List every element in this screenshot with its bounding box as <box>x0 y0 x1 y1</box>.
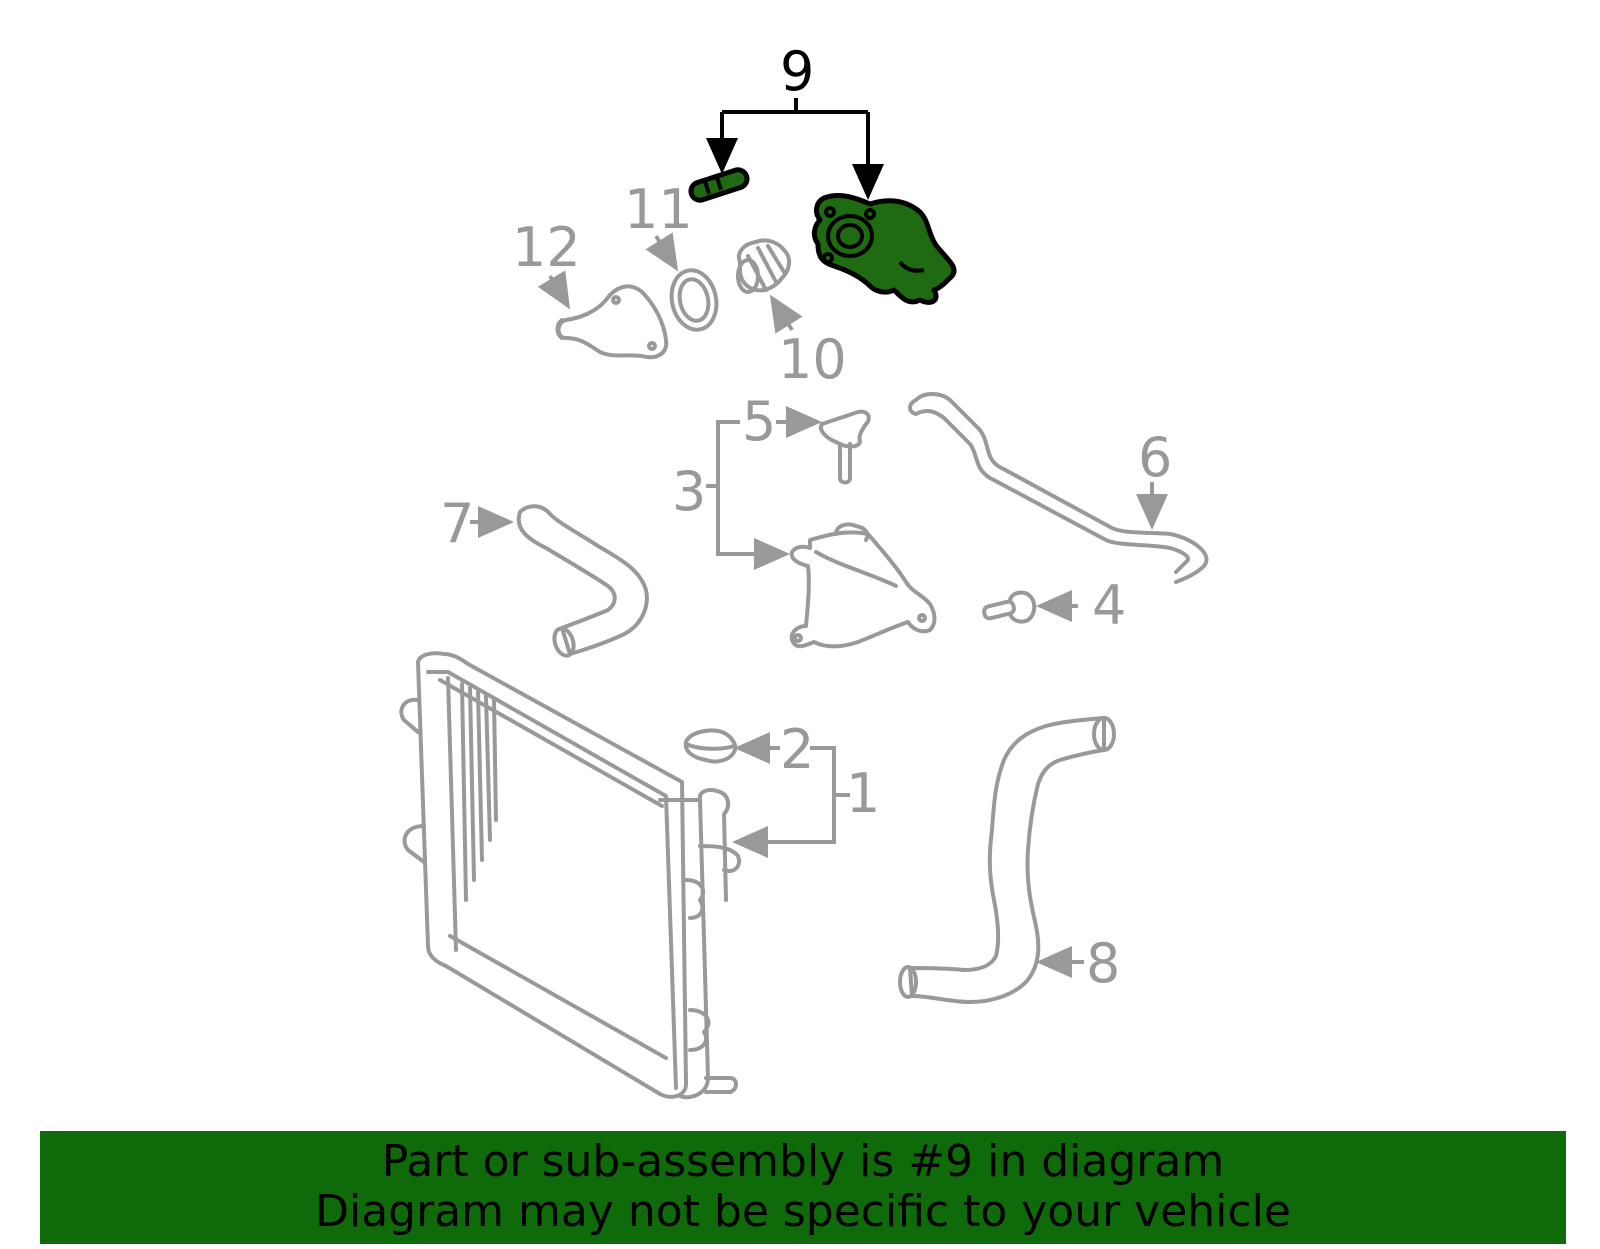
part-3-reservoir-tank[interactable] <box>789 522 937 649</box>
part-6-overflow-hose[interactable] <box>908 392 1209 584</box>
callout-6: 6 <box>1138 426 1172 489</box>
part-4-bolt[interactable] <box>982 590 1037 624</box>
part-8-lower-hose[interactable] <box>898 716 1116 1004</box>
part-11-gasket[interactable] <box>666 266 722 334</box>
lead-11 <box>645 232 679 272</box>
callout-2: 2 <box>780 718 814 781</box>
callout-10: 10 <box>778 328 847 391</box>
banner-line-2: Diagram may not be specific to your vehi… <box>315 1186 1291 1237</box>
callout-7: 7 <box>440 492 474 555</box>
banner-line-1: Part or sub-assembly is #9 in diagram <box>381 1136 1225 1187</box>
part-9-pipe[interactable] <box>688 167 750 203</box>
callout-12: 12 <box>512 216 581 279</box>
part-1-radiator[interactable] <box>399 651 741 1100</box>
part-10-thermostat[interactable] <box>736 238 791 294</box>
lead-12 <box>537 270 571 310</box>
part-12-water-inlet[interactable] <box>555 284 669 360</box>
callout-1-bracket <box>732 732 850 858</box>
info-banner: Part or sub-assembly is #9 in diagram Di… <box>40 1131 1566 1244</box>
part-2-radiator-cap[interactable] <box>683 728 738 764</box>
callout-5: 5 <box>742 390 776 453</box>
callout-1: 1 <box>846 762 880 825</box>
callout-11: 11 <box>624 178 693 241</box>
part-9-housing[interactable] <box>811 193 957 305</box>
lead-10 <box>769 294 803 334</box>
callout-9: 9 <box>780 40 814 103</box>
callout-3: 3 <box>672 460 706 523</box>
callout-3-bracket <box>706 406 822 570</box>
callout-8: 8 <box>1086 932 1120 995</box>
callout-4: 4 <box>1092 574 1126 637</box>
callout-9-bracket <box>706 98 884 200</box>
part-7-upper-hose[interactable] <box>516 504 649 658</box>
part-5-reservoir-cap[interactable] <box>819 409 871 485</box>
